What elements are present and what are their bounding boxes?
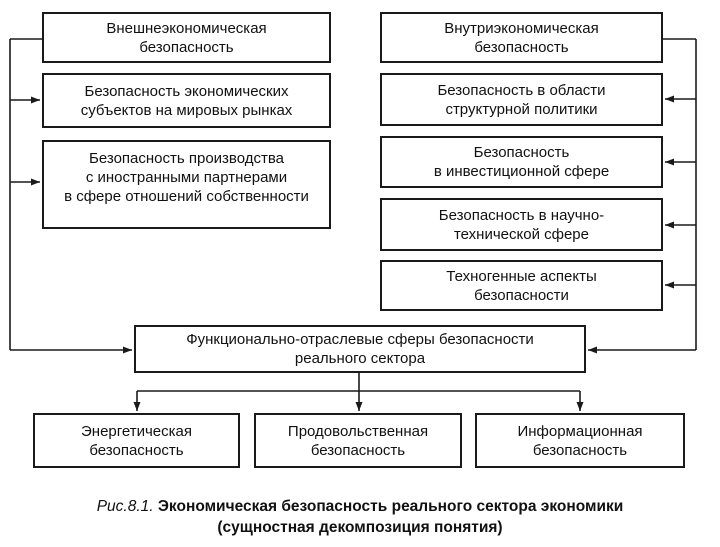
box-science-tech-sphere: Безопасность в научно- технической сфере	[380, 198, 663, 251]
box-investment-sphere: Безопасность в инвестиционной сфере	[380, 136, 663, 188]
figure-caption-line2: (сущностная декомпозиция понятия)	[0, 518, 720, 538]
figure-title: Экономическая безопасность реального сек…	[157, 498, 624, 515]
box-structural-policy: Безопасность в области структурной полит…	[380, 73, 663, 126]
box-food-security: Продовольственная безопасность	[254, 413, 462, 468]
box-external-security: Внешнеэкономическая безопасность	[42, 12, 331, 63]
box-foreign-partners: Безопасность производства с иностранными…	[42, 140, 331, 229]
figure-label: Рис.8.1.	[96, 498, 154, 515]
box-internal-security: Внутриэкономическая безопасность	[380, 12, 663, 63]
figure-subtitle: (сущностная декомпозиция понятия)	[217, 519, 503, 536]
box-world-markets: Безопасность экономических субъектов на …	[42, 73, 331, 128]
box-functional-sectoral-spheres: Функционально-отраслевые сферы безопасно…	[134, 325, 586, 373]
box-energy-security: Энергетическая безопасность	[33, 413, 240, 468]
box-technogenic-aspects: Техногенные аспекты безопасности	[380, 260, 663, 311]
box-information-security: Информационная безопасность	[475, 413, 685, 468]
figure-caption-line1: Рис.8.1. Экономическая безопасность реал…	[0, 497, 720, 517]
